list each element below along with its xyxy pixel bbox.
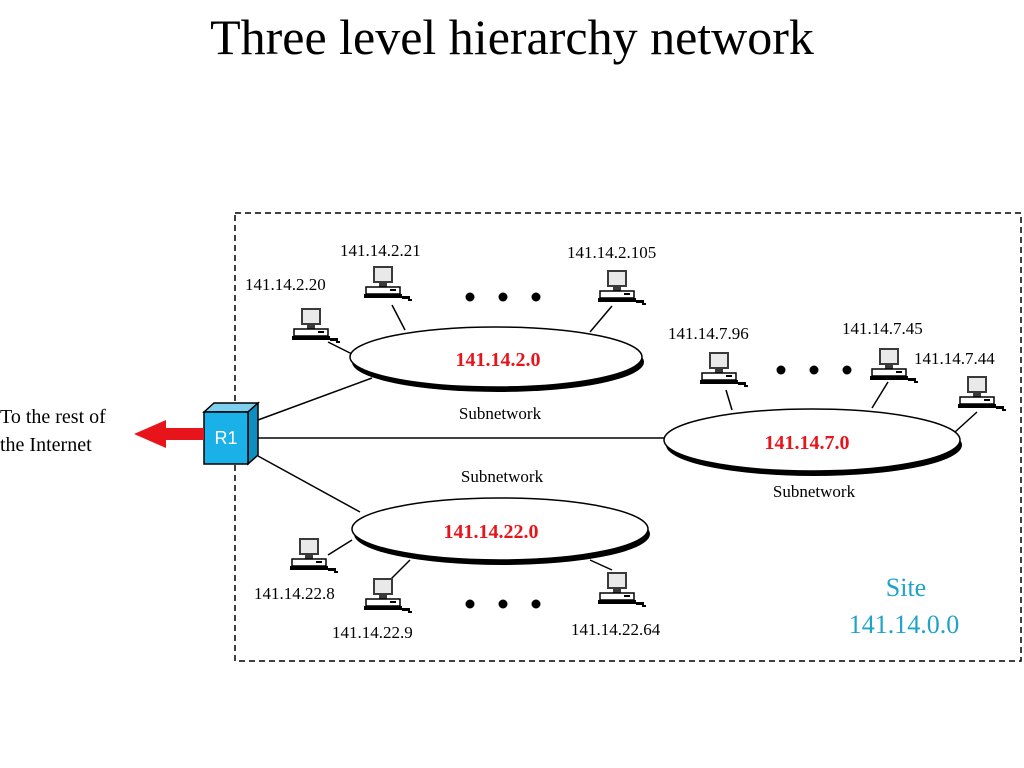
computer-icon: [363, 577, 413, 614]
link-r1-subnet-22: [257, 455, 361, 513]
computer-icon: [597, 571, 647, 608]
subnet-141-14-7-0: 141.14.7.0 Subnetwork: [663, 408, 962, 501]
computer-icon: [869, 347, 919, 384]
arrow-left-icon: [134, 420, 204, 448]
host-label: 141.14.2.20: [245, 275, 326, 294]
host-label: 141.14.22.9: [332, 623, 413, 642]
subnet-141-14-2-0: 141.14.2.0 Subnetwork: [349, 326, 644, 423]
internet-label-line2: the Internet: [0, 434, 92, 456]
router-icon: R1: [202, 401, 260, 466]
computer-icon: [957, 375, 1007, 412]
subnet-caption: Subnetwork: [461, 467, 544, 486]
subnet-caption: Subnetwork: [773, 482, 856, 501]
site-label: Site: [886, 573, 926, 602]
host-label: 141.14.2.105: [567, 243, 656, 262]
computer-icon: [289, 537, 339, 574]
page-title: Three level hierarchy network: [210, 9, 814, 65]
subnet-address: 141.14.22.0: [444, 521, 539, 543]
host-label: 141.14.22.64: [571, 620, 661, 639]
subnet-141-14-22-0: 141.14.22.0 Subnetwork: [351, 467, 650, 565]
computer-icon: [291, 307, 341, 344]
computer-icon: [597, 269, 647, 306]
computer-icon: [363, 265, 413, 302]
host-label: 141.14.2.21: [340, 241, 421, 260]
more-hosts-dots: [465, 292, 852, 609]
router-label: R1: [214, 428, 237, 448]
host-label: 141.14.7.44: [914, 349, 995, 368]
host-label: 141.14.7.96: [668, 324, 749, 343]
subnet-caption: Subnetwork: [459, 404, 542, 423]
computer-icon: [699, 351, 749, 388]
subnet-address: 141.14.2.0: [456, 349, 541, 371]
host-label: 141.14.7.45: [842, 319, 923, 338]
internet-label-line1: To the rest of: [0, 406, 106, 428]
site-address: 141.14.0.0: [849, 610, 960, 639]
subnet-address: 141.14.7.0: [765, 432, 850, 454]
link-r1-subnet-2: [257, 377, 373, 421]
host-label: 141.14.22.8: [254, 584, 335, 603]
